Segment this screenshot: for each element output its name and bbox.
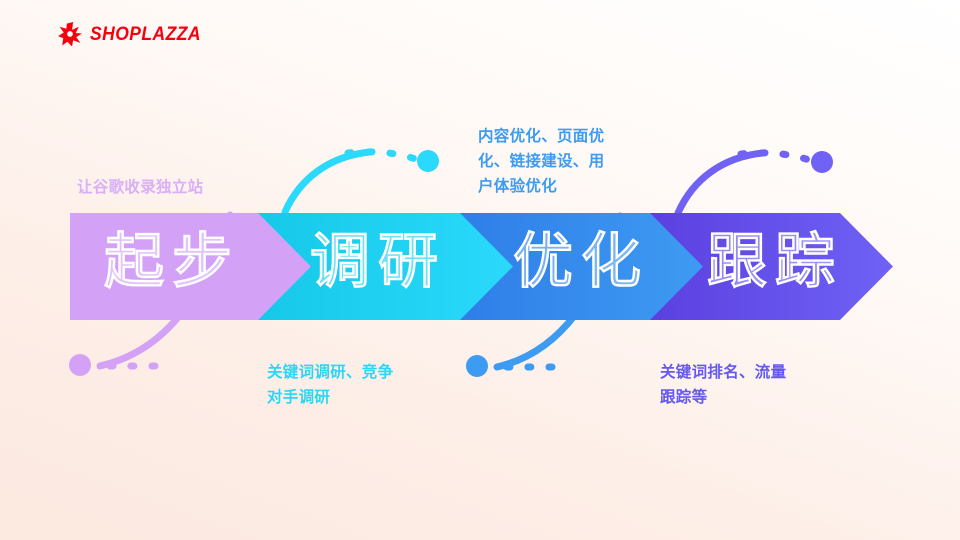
stage-label-research: 调研 — [309, 227, 446, 297]
note-research: 关键词调研、竞争 对手调研 — [267, 364, 394, 407]
note-start: 让谷歌收录独立站 — [77, 179, 204, 196]
note-optimize: 内容优化、页面优 化、链接建设、用 户体验优化 — [478, 128, 605, 196]
chevron-research[interactable] — [253, 213, 513, 320]
stage-label-start: 起步 — [103, 227, 240, 297]
brand-name: SHOPLAZZA — [90, 23, 201, 45]
chevron-start[interactable] — [70, 213, 311, 320]
track-connector — [674, 149, 833, 217]
research-connector — [281, 148, 439, 216]
track-connector-dot — [811, 151, 833, 173]
chevron-optimize[interactable] — [455, 213, 703, 320]
optimize-connector-dot — [466, 355, 488, 377]
shoplazza-flower-icon — [58, 22, 82, 47]
note-track: 关键词排名、流量 跟踪等 — [660, 364, 787, 407]
stage-label-optimize: 优化 — [512, 227, 649, 297]
stage-label-track: 跟踪 — [706, 227, 843, 297]
chevron-track[interactable] — [645, 213, 893, 320]
start-connector-dot — [69, 354, 91, 376]
research-connector-dot — [417, 150, 439, 172]
brand-logo: SHOPLAZZA — [57, 21, 211, 47]
